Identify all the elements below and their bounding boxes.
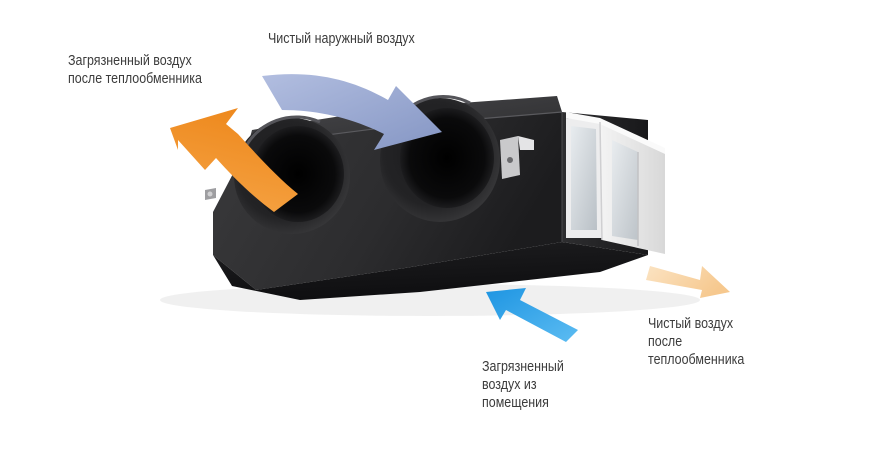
- label-line: воздух из: [482, 377, 537, 393]
- label-line: помещения: [482, 395, 549, 411]
- label-line: после: [648, 334, 683, 350]
- label-line: Чистый наружный воздух: [268, 31, 415, 47]
- label-line: Загрязненный: [482, 359, 564, 375]
- bracket-icon: [205, 188, 216, 200]
- clean-air-after-exchanger-label: Чистый воздух после теплообменника: [648, 315, 744, 369]
- label-line: теплообменника: [648, 352, 745, 368]
- bracket-icon: [500, 136, 534, 179]
- maintenance-panel-icon: [566, 112, 665, 254]
- orange-arrow-icon: [170, 108, 298, 212]
- lavender-arrow-icon: [262, 74, 442, 150]
- clean-outdoor-air-label: Чистый наружный воздух: [268, 30, 415, 48]
- label-line: после теплообменника: [68, 71, 202, 87]
- peach-arrow-icon: [646, 266, 730, 298]
- dirty-room-air-label: Загрязненный воздух из помещения: [482, 358, 564, 412]
- dirty-air-after-exchanger-label: Загрязненный воздух после теплообменника: [68, 52, 202, 88]
- label-line: Чистый воздух: [648, 316, 734, 332]
- blue-arrow-icon: [486, 288, 578, 342]
- label-line: Загрязненный воздух: [68, 53, 192, 69]
